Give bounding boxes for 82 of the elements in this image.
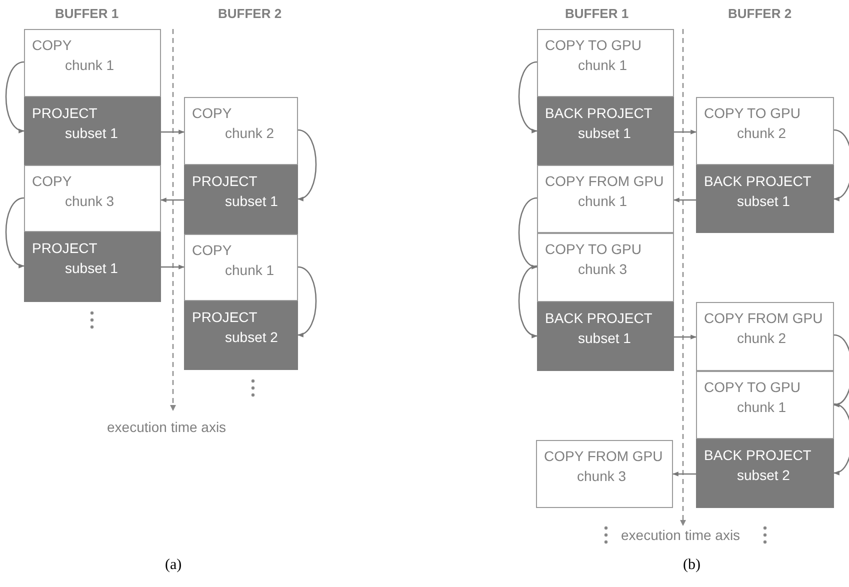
step-detail: subset 1 xyxy=(225,193,278,209)
step-detail: subset 1 xyxy=(578,330,631,346)
axis-label: execution time axis xyxy=(107,419,226,435)
step-title: BACK PROJECT xyxy=(704,447,812,463)
step-detail: chunk 1 xyxy=(737,399,786,415)
arrow xyxy=(5,61,25,132)
step-detail: chunk 2 xyxy=(737,125,786,141)
step-title: PROJECT xyxy=(32,105,98,121)
step-title: PROJECT xyxy=(192,309,258,325)
process-step-box xyxy=(696,439,834,508)
transfer-step-box xyxy=(24,165,161,232)
panel-label: (a) xyxy=(165,557,182,574)
arrow xyxy=(674,130,697,134)
step-detail: chunk 1 xyxy=(578,57,628,73)
process-step-box xyxy=(537,302,674,371)
step-detail: chunk 3 xyxy=(577,468,626,484)
step-detail: chunk 2 xyxy=(737,330,786,346)
step-title: COPY xyxy=(32,173,72,189)
arrow xyxy=(833,129,849,200)
step-title: PROJECT xyxy=(192,173,258,189)
process-step-box xyxy=(24,232,161,302)
transfer-step-box xyxy=(537,233,674,302)
panel-label: (b) xyxy=(683,557,700,574)
step-title: COPY TO GPU xyxy=(704,105,800,121)
transfer-step-box xyxy=(537,29,674,97)
process-step-box xyxy=(184,301,298,370)
process-step-box xyxy=(537,97,674,165)
step-title: COPY xyxy=(192,105,232,121)
step-detail: chunk 1 xyxy=(578,193,628,209)
transfer-step-box xyxy=(696,302,834,371)
arrow xyxy=(672,472,696,476)
arrow xyxy=(674,334,697,340)
step-title: COPY xyxy=(32,37,72,53)
transfer-step-box xyxy=(537,165,674,233)
step-detail: subset 2 xyxy=(737,467,790,483)
step-title: COPY TO GPU xyxy=(545,37,642,53)
transfer-step-box xyxy=(536,440,673,508)
step-detail: chunk 3 xyxy=(578,261,628,277)
step-detail: subset 1 xyxy=(65,125,118,141)
step-detail: chunk 1 xyxy=(225,262,274,278)
step-title: COPY FROM GPU xyxy=(545,173,664,189)
step-detail: subset 2 xyxy=(225,329,278,345)
step-title: COPY TO GPU xyxy=(704,379,800,395)
arrow xyxy=(518,197,538,268)
step-title: BACK PROJECT xyxy=(704,173,812,189)
transfer-step-box xyxy=(184,234,298,301)
step-title: BACK PROJECT xyxy=(545,105,652,121)
arrow xyxy=(297,129,317,200)
axis-label: execution time axis xyxy=(621,527,740,543)
column-header: BUFFER 2 xyxy=(218,6,282,21)
step-detail: chunk 1 xyxy=(65,57,114,73)
step-title: BACK PROJECT xyxy=(545,310,652,326)
column-header: BUFFER 1 xyxy=(565,6,629,21)
arrow xyxy=(160,198,184,202)
step-title: COPY xyxy=(192,242,232,258)
step-title: PROJECT xyxy=(32,240,98,256)
process-step-box xyxy=(24,97,161,165)
transfer-step-box xyxy=(24,29,161,97)
arrow xyxy=(833,334,849,406)
arrow xyxy=(518,265,538,338)
step-title: COPY FROM GPU xyxy=(544,448,663,464)
step-title: COPY FROM GPU xyxy=(704,310,823,326)
process-step-box xyxy=(696,165,834,233)
transfer-step-box xyxy=(696,371,834,439)
arrow xyxy=(518,61,538,132)
transfer-step-box xyxy=(184,97,298,165)
arrow xyxy=(161,264,185,270)
transfer-step-box xyxy=(696,97,834,165)
arrow xyxy=(673,198,696,202)
step-detail: subset 1 xyxy=(737,193,790,209)
arrow xyxy=(161,130,185,134)
step-detail: chunk 2 xyxy=(225,125,274,141)
column-header: BUFFER 1 xyxy=(55,6,119,21)
step-title: COPY TO GPU xyxy=(545,241,642,257)
arrow xyxy=(5,197,25,268)
step-detail: chunk 3 xyxy=(65,193,114,209)
arrow xyxy=(833,403,849,474)
arrow xyxy=(297,266,317,336)
column-header: BUFFER 2 xyxy=(728,6,792,21)
step-detail: subset 1 xyxy=(65,260,118,276)
process-step-box xyxy=(184,165,298,234)
step-detail: subset 1 xyxy=(578,125,631,141)
